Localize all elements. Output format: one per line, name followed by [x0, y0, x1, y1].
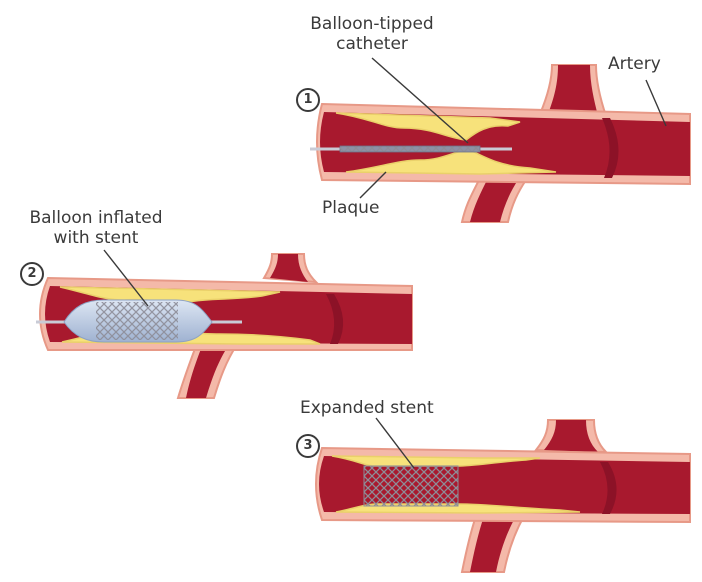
expanded-stent-label: Expanded stent [300, 398, 434, 418]
panel-3-artery [316, 420, 690, 572]
plaque-label: Plaque [322, 198, 379, 218]
balloon-inflated-label-line-2: with stent [14, 228, 178, 248]
balloon-inflated-label-line-1: Balloon inflated [14, 208, 178, 228]
catheter-label: Balloon-tipped catheter [294, 14, 450, 54]
step-1-marker: 1 [296, 88, 320, 112]
step-2-marker: 2 [20, 262, 44, 286]
catheter-label-line-1: Balloon-tipped [294, 14, 450, 34]
artery-label: Artery [608, 54, 661, 74]
panel-3-expanded-stent [364, 466, 458, 506]
panel-2-artery [36, 254, 412, 398]
balloon-inflated-label: Balloon inflated with stent [14, 208, 178, 248]
panel-2-stent [96, 302, 178, 340]
catheter-label-line-2: catheter [294, 34, 450, 54]
step-3-marker: 3 [296, 434, 320, 458]
